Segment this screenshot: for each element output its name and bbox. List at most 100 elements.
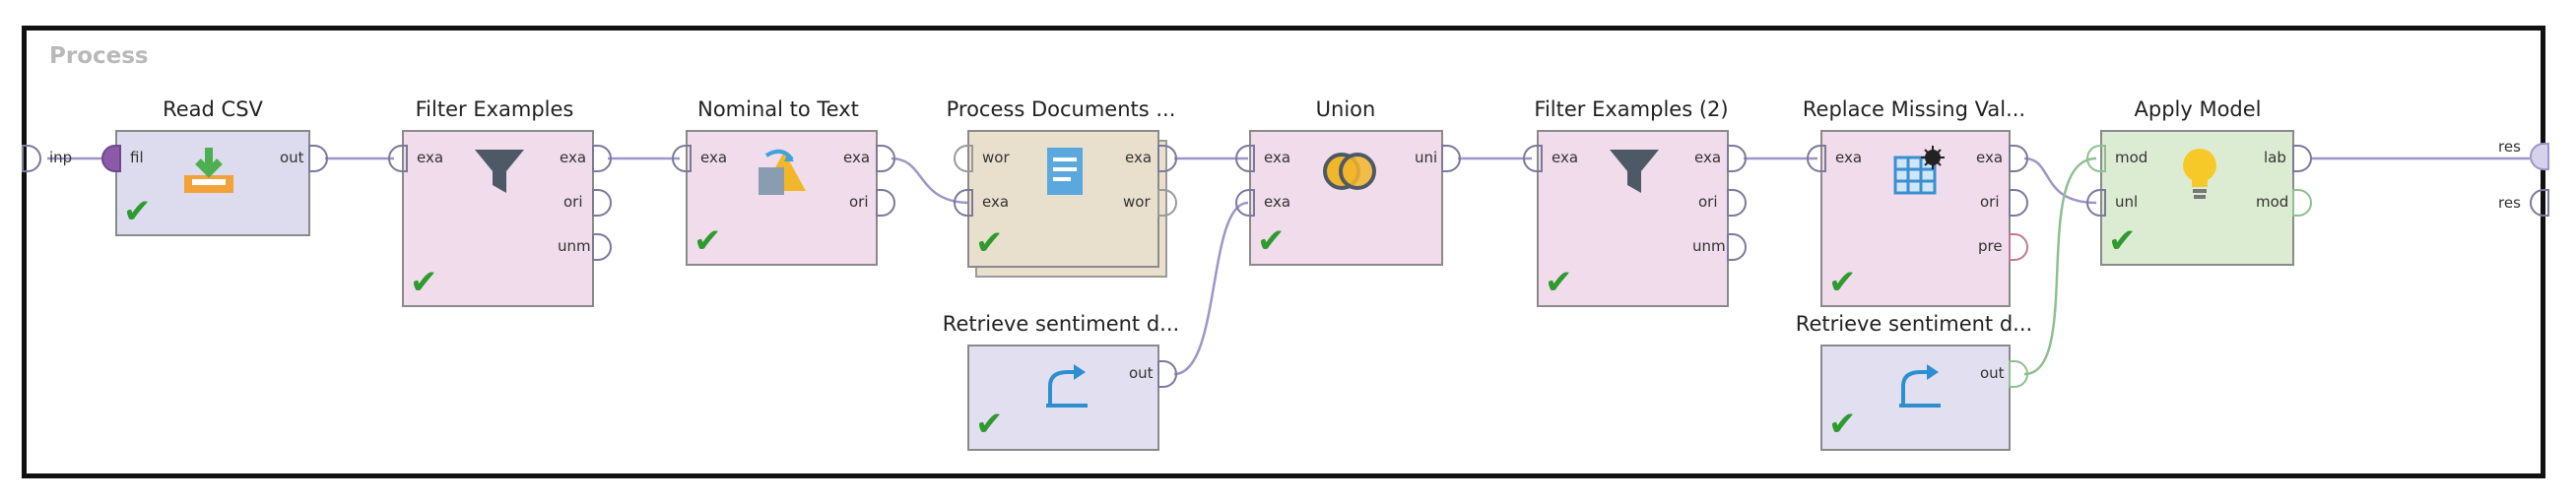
shapes-convert-icon xyxy=(755,146,814,203)
port-label: mod xyxy=(2115,149,2148,166)
union-title: Union xyxy=(1315,97,1376,121)
filter-examples-2-title: Filter Examples (2) xyxy=(1534,97,1729,121)
status-ok-icon: ✔ xyxy=(2108,221,2137,261)
port-label: exa xyxy=(1264,193,1291,211)
table-star-icon xyxy=(1891,146,1947,201)
filter-examples-port-in[interactable] xyxy=(388,145,408,172)
read-csv-title: Read CSV xyxy=(163,97,263,121)
status-ok-icon: ✔ xyxy=(1545,263,1573,302)
port-label: ori xyxy=(1980,193,2000,211)
process-documents-operator[interactable]: ✔ xyxy=(967,130,1159,268)
filter-examples-port-out-ori[interactable] xyxy=(592,189,612,217)
port-label: ori xyxy=(1698,193,1718,211)
process-documents-title: Process Documents ... xyxy=(946,97,1176,121)
read-csv-port-out[interactable] xyxy=(308,145,328,172)
status-ok-icon: ✔ xyxy=(410,263,438,302)
retrieve-sentiment-1-port-out[interactable] xyxy=(1157,360,1177,388)
port-label: exa xyxy=(417,149,444,166)
port-label: out xyxy=(1980,364,2005,382)
replace-missing-port-in[interactable] xyxy=(1807,145,1826,172)
panel-title: Process xyxy=(49,43,149,69)
port-label: ori xyxy=(563,193,583,211)
port-label: exa xyxy=(1694,149,1722,166)
nominal-to-text-port-out-exa[interactable] xyxy=(876,145,895,172)
process-input-label: inp xyxy=(49,149,73,166)
filter-examples-2-port-in[interactable] xyxy=(1523,145,1543,172)
port-label: exa xyxy=(1125,149,1153,166)
read-csv-operator[interactable]: ✔ xyxy=(115,130,310,236)
port-label: exa xyxy=(843,149,871,166)
process-documents-port-out-exa[interactable] xyxy=(1157,145,1177,172)
funnel-icon xyxy=(1608,146,1661,201)
status-ok-icon: ✔ xyxy=(123,192,152,231)
filter-examples-port-out-exa[interactable] xyxy=(592,145,612,172)
read-csv-port-in-fil[interactable] xyxy=(101,145,121,172)
replace-missing-operator[interactable]: ✔ xyxy=(1820,130,2011,307)
apply-model-port-in-unl[interactable] xyxy=(2086,189,2106,217)
port-label: unm xyxy=(1692,237,1726,255)
apply-model-title: Apply Model xyxy=(2134,97,2262,121)
union-port-in-1[interactable] xyxy=(1235,145,1255,172)
nominal-to-text-port-out-ori[interactable] xyxy=(876,189,895,217)
port-label: wor xyxy=(1123,193,1151,211)
union-port-out[interactable] xyxy=(1441,145,1461,172)
filter-examples-operator[interactable]: ✔ xyxy=(402,130,594,307)
port-label: unl xyxy=(2115,193,2139,211)
process-documents-port-in-wor[interactable] xyxy=(954,145,973,172)
replace-missing-port-out-exa[interactable] xyxy=(2009,145,2028,172)
status-ok-icon: ✔ xyxy=(1257,221,1286,261)
filter-examples-2-port-out-exa[interactable] xyxy=(1727,145,1747,172)
port-label: exa xyxy=(982,193,1010,211)
wire-retrieve1-union xyxy=(1173,201,1249,376)
port-label: pre xyxy=(1978,237,2003,255)
replace-missing-port-out-pre[interactable] xyxy=(2009,233,2028,261)
union-operator[interactable]: ✔ xyxy=(1249,130,1443,266)
port-label: exa xyxy=(700,149,728,166)
port-label: out xyxy=(1129,364,1154,382)
result-port-1-label: res xyxy=(2498,138,2521,156)
retrieve-sentiment-2-port-out[interactable] xyxy=(2009,360,2028,388)
filter-examples-port-out-unm[interactable] xyxy=(592,233,612,261)
port-label: fil xyxy=(130,149,144,166)
status-ok-icon: ✔ xyxy=(1828,263,1857,302)
apply-model-port-out-lab[interactable] xyxy=(2292,145,2312,172)
wire-replace-apply xyxy=(2023,157,2097,205)
port-label: unm xyxy=(558,237,591,255)
retrieve-sentiment-2-operator[interactable]: ✔ xyxy=(1820,345,2011,451)
result-port-2[interactable] xyxy=(2530,189,2549,217)
replace-missing-port-out-ori[interactable] xyxy=(2009,189,2028,217)
port-label: mod xyxy=(2256,193,2289,211)
port-label: out xyxy=(280,149,304,166)
document-icon xyxy=(1043,146,1087,201)
status-ok-icon: ✔ xyxy=(1828,405,1857,444)
process-input-port[interactable] xyxy=(22,145,41,172)
union-port-in-2[interactable] xyxy=(1235,189,1255,217)
wire-retrieve2-apply xyxy=(2023,157,2097,376)
filter-examples-title: Filter Examples xyxy=(415,97,574,121)
nominal-to-text-operator[interactable]: ✔ xyxy=(686,130,878,266)
nominal-to-text-port-in[interactable] xyxy=(672,145,692,172)
result-port-1[interactable] xyxy=(2530,143,2549,170)
apply-model-port-in-mod[interactable] xyxy=(2086,145,2106,172)
port-label: exa xyxy=(1552,149,1579,166)
lightbulb-icon xyxy=(2179,146,2220,205)
process-documents-port-out-wor[interactable] xyxy=(1157,189,1177,217)
retrieve-sentiment-2-title: Retrieve sentiment d... xyxy=(1795,312,2033,336)
apply-model-port-out-mod[interactable] xyxy=(2292,189,2312,217)
status-ok-icon: ✔ xyxy=(975,223,1004,263)
result-port-2-label: res xyxy=(2498,194,2521,212)
import-download-icon xyxy=(178,146,239,201)
port-label: exa xyxy=(1835,149,1863,166)
port-label: ori xyxy=(849,193,869,211)
process-documents-port-in-exa[interactable] xyxy=(954,189,973,217)
filter-examples-2-port-out-unm[interactable] xyxy=(1727,233,1747,261)
retrieve-sentiment-1-title: Retrieve sentiment d... xyxy=(942,312,1180,336)
filter-examples-2-port-out-ori[interactable] xyxy=(1727,189,1747,217)
filter-examples-2-operator[interactable]: ✔ xyxy=(1537,130,1729,307)
retrieve-sentiment-1-operator[interactable]: ✔ xyxy=(967,345,1159,451)
nominal-to-text-title: Nominal to Text xyxy=(697,97,859,121)
port-label: wor xyxy=(982,149,1010,166)
replace-missing-title: Replace Missing Val... xyxy=(1802,97,2026,121)
port-label: lab xyxy=(2264,149,2286,166)
union-circles-icon xyxy=(1322,150,1377,197)
